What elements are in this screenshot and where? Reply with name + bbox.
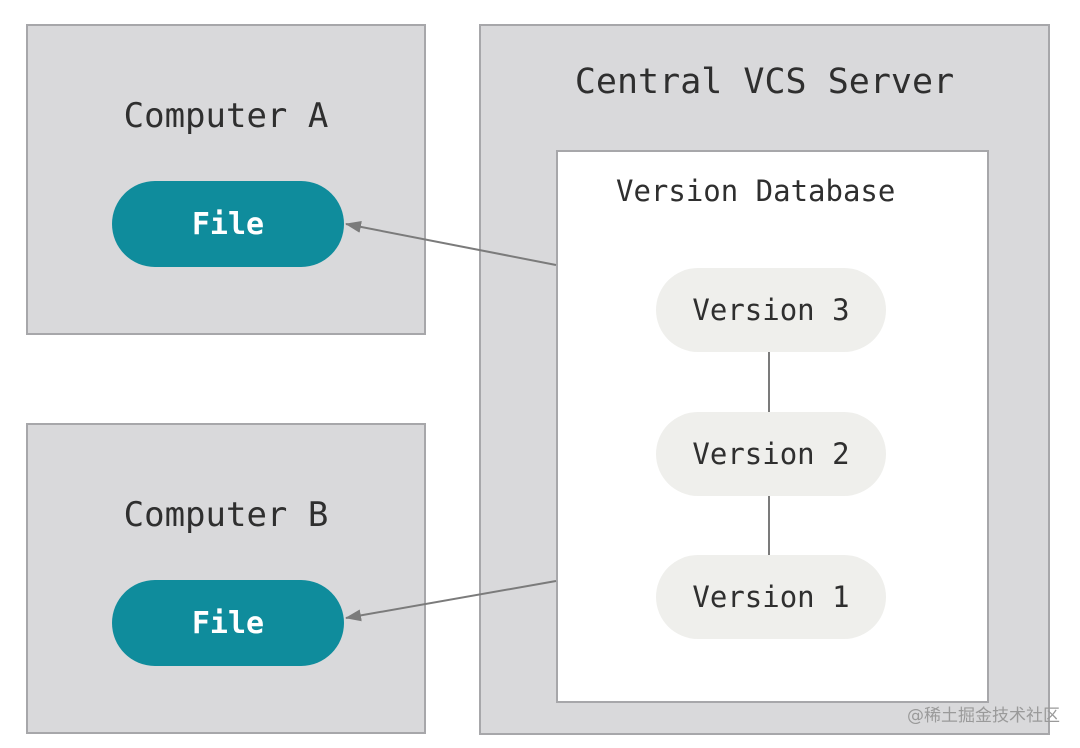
computer-a-box: Computer A File xyxy=(26,24,426,335)
version-1-node: Version 1 xyxy=(656,555,886,639)
computer-b-file: File xyxy=(112,580,344,666)
version-database-box: Version Database Version 3 Version 2 Ver… xyxy=(556,150,989,703)
computer-a-label: Computer A xyxy=(123,96,329,136)
version-2-to-1-connector xyxy=(768,496,770,555)
central-vcs-server-label: Central VCS Server xyxy=(574,62,955,102)
version-3-to-2-connector xyxy=(768,352,770,412)
computer-b-label: Computer B xyxy=(123,495,329,535)
version-database-label: Version Database xyxy=(616,174,896,208)
computer-b-box: Computer B File xyxy=(26,423,426,734)
watermark: @稀土掘金技术社区 xyxy=(907,706,1060,726)
version-2-node: Version 2 xyxy=(656,412,886,496)
computer-a-file: File xyxy=(112,181,344,267)
version-3-node: Version 3 xyxy=(656,268,886,352)
